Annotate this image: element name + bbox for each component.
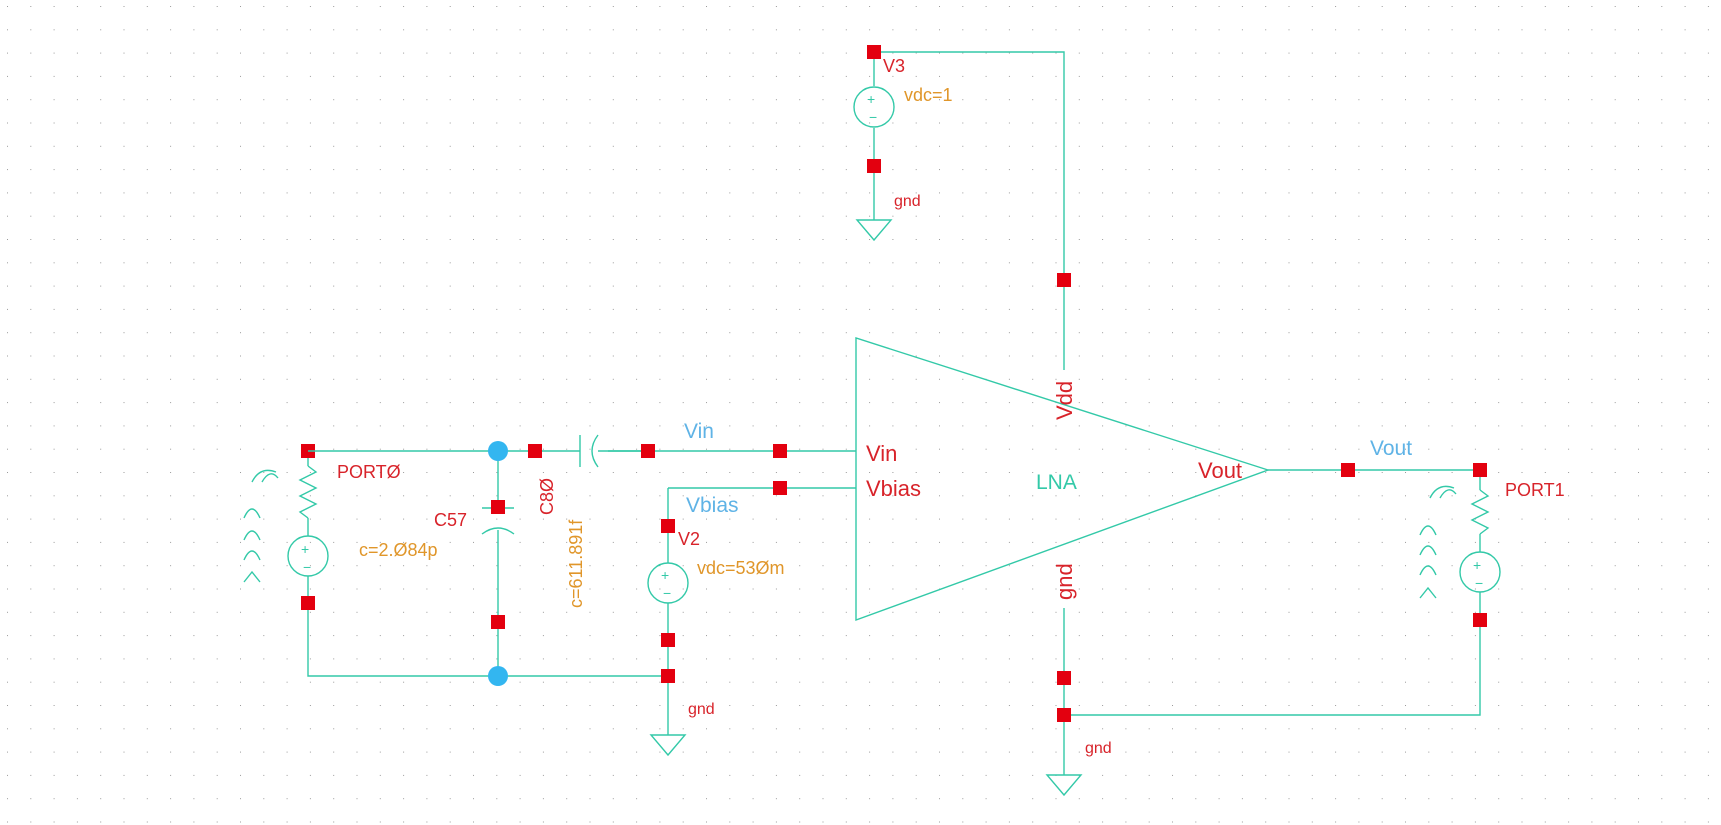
svg-text:+: +: [301, 541, 309, 557]
v3-name: V3: [883, 56, 905, 76]
junction-vin: [488, 441, 508, 461]
lna-ground-net: gnd: [1045, 620, 1481, 797]
v3-vdc-param: vdc=1: [904, 85, 953, 105]
c80-capacitor[interactable]: C8Ø c=611.891f: [528, 434, 655, 608]
lna-gnd-pin[interactable]: [1057, 671, 1071, 685]
c80-left-pin[interactable]: [528, 444, 542, 458]
port0-bottom-pin[interactable]: [301, 596, 315, 610]
port0[interactable]: + − PORTØ: [243, 444, 668, 677]
gnd-node-pin[interactable]: [661, 669, 675, 683]
v2-gnd-label: gnd: [688, 701, 715, 718]
c80-right-pin[interactable]: [641, 444, 655, 458]
v2-name: V2: [678, 529, 700, 549]
lna-gnd-label: gnd: [1085, 740, 1112, 757]
lna-gnd-node-pin[interactable]: [1057, 708, 1071, 722]
c80-name: C8Ø: [537, 478, 557, 515]
port1-bottom-pin[interactable]: [1473, 613, 1487, 627]
vout-net-label: Vout: [1370, 437, 1412, 460]
svg-text:+: +: [1473, 557, 1481, 573]
svg-text:−: −: [663, 585, 671, 601]
c57-value: c=2.Ø84p: [359, 540, 438, 560]
port1-name: PORT1: [1505, 480, 1565, 500]
port1-top-pin[interactable]: [1473, 463, 1487, 477]
v2-vdc-param: vdc=53Øm: [697, 558, 785, 578]
c57-name: C57: [434, 510, 467, 530]
v3-gnd-label: gnd: [894, 193, 921, 210]
lna-label: LNA: [1036, 471, 1077, 494]
port0-name: PORTØ: [337, 462, 401, 482]
lna-pin-vout: Vout: [1198, 458, 1242, 483]
vbias-net-label: Vbias: [686, 494, 739, 517]
v2-bottom-pin[interactable]: [661, 633, 675, 647]
v2-source[interactable]: + − V2 vdc=53Øm gnd: [647, 519, 785, 757]
junction-gnd: [488, 666, 508, 686]
lna-pin-vbias: Vbias: [866, 476, 921, 501]
v3-bottom-pin[interactable]: [867, 159, 881, 173]
svg-text:+: +: [867, 91, 875, 107]
port1[interactable]: + − Vout PORT1: [1268, 437, 1565, 627]
svg-text:−: −: [1475, 575, 1483, 591]
lna-pin-vin: Vin: [866, 441, 897, 466]
c57-bottom-pin[interactable]: [491, 615, 505, 629]
vout-pin[interactable]: [1341, 463, 1355, 477]
svg-text:−: −: [303, 559, 311, 575]
vin-net-label: Vin: [684, 420, 714, 443]
vbias-pin[interactable]: [773, 481, 787, 495]
c80-value: c=611.891f: [566, 519, 586, 608]
c57-top-pin[interactable]: [491, 500, 505, 514]
svg-text:−: −: [869, 109, 877, 125]
lna-amplifier[interactable]: LNA Vin Vbias Vout Vdd gnd: [855, 337, 1271, 678]
svg-text:+: +: [661, 567, 669, 583]
lna-pin-vdd: Vdd: [1052, 381, 1077, 420]
lna-pin-gnd: gnd: [1052, 563, 1077, 600]
vdd-wire-pin[interactable]: [1057, 273, 1071, 287]
v3-top-pin[interactable]: [867, 45, 881, 59]
v2-top-pin[interactable]: [661, 519, 675, 533]
vin-pin[interactable]: [773, 444, 787, 458]
v3-source[interactable]: + − V3 vdc=1 gnd: [853, 45, 1071, 355]
